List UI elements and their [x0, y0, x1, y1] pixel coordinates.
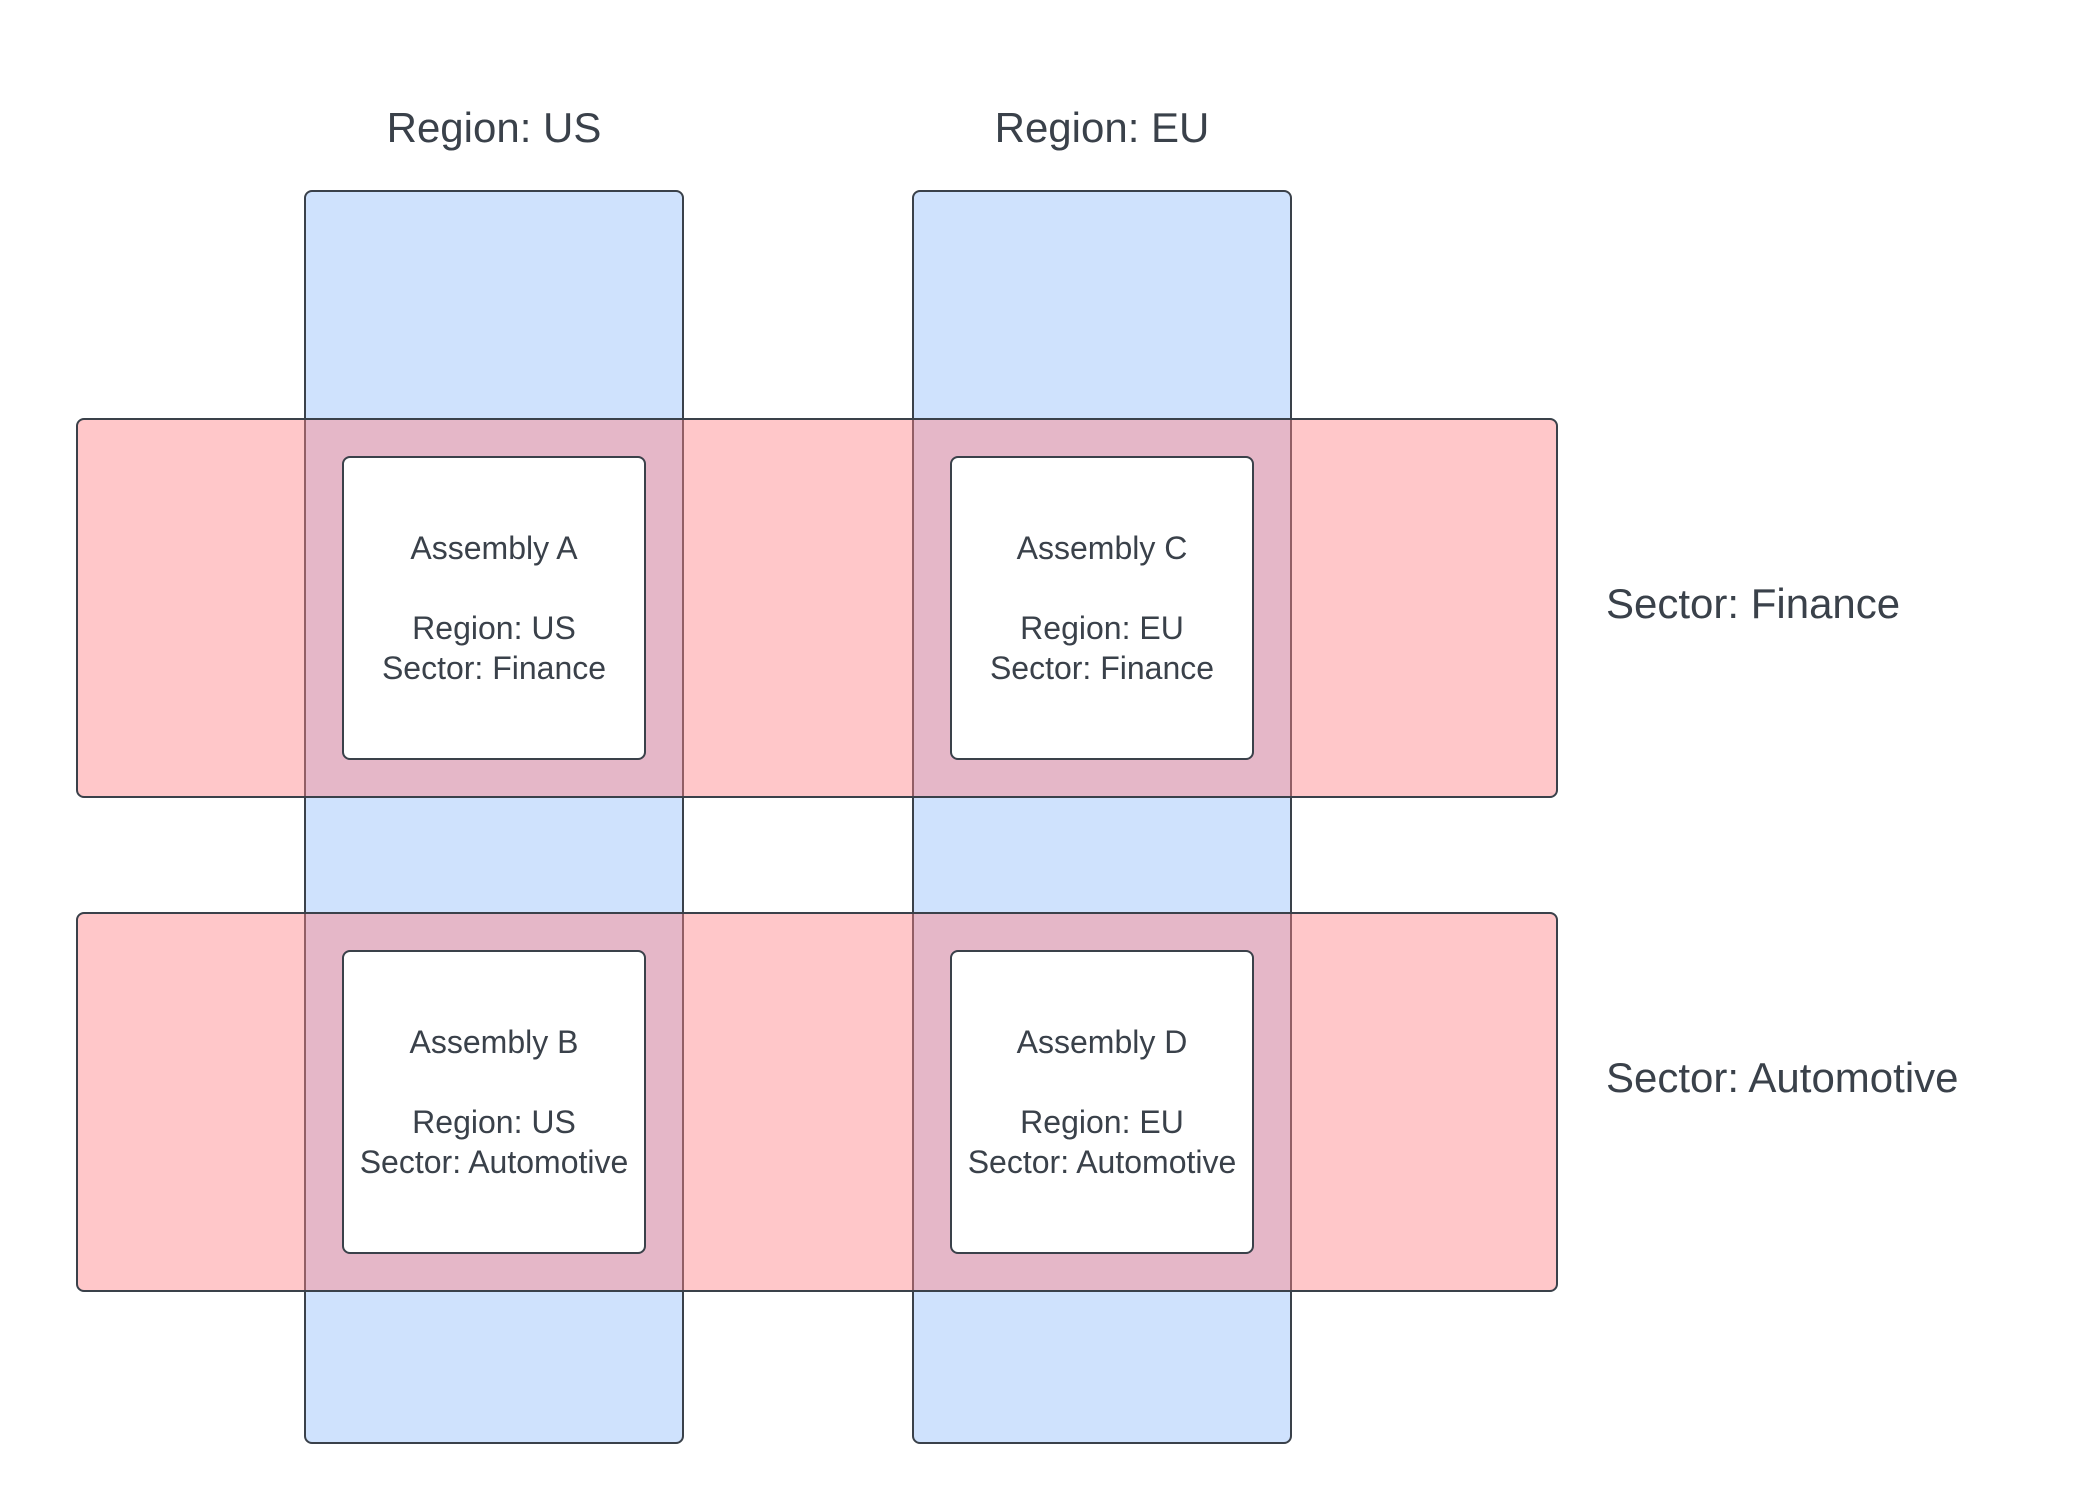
row-band-finance — [76, 418, 1558, 798]
node-region: Region: EU — [1020, 610, 1184, 646]
row-label-automotive: Sector: Automotive — [1606, 1054, 1959, 1101]
node-region: Region: US — [412, 1104, 576, 1140]
node-sector: Sector: Automotive — [967, 1144, 1237, 1180]
node-title: Assembly A — [410, 530, 578, 566]
row-band-automotive — [76, 912, 1558, 1292]
node-title: Assembly C — [1016, 530, 1188, 566]
node-assembly-a[interactable]: Assembly A Region: US Sector: Finance — [342, 456, 646, 760]
column-label-us: Region: US — [386, 104, 602, 151]
node-assembly-c[interactable]: Assembly C Region: EU Sector: Finance — [950, 456, 1254, 760]
node-assembly-d[interactable]: Assembly D Region: EU Sector: Automotive — [950, 950, 1254, 1254]
node-sector: Sector: Finance — [989, 650, 1215, 686]
node-sector: Sector: Automotive — [359, 1144, 629, 1180]
node-region: Region: EU — [1020, 1104, 1184, 1140]
column-label-eu: Region: EU — [994, 104, 1210, 151]
node-title: Assembly D — [1016, 1024, 1188, 1060]
node-title: Assembly B — [409, 1024, 579, 1060]
row-label-finance: Sector: Finance — [1606, 580, 1901, 627]
node-region: Region: US — [412, 610, 576, 646]
node-assembly-b[interactable]: Assembly B Region: US Sector: Automotive — [342, 950, 646, 1254]
node-sector: Sector: Finance — [381, 650, 607, 686]
